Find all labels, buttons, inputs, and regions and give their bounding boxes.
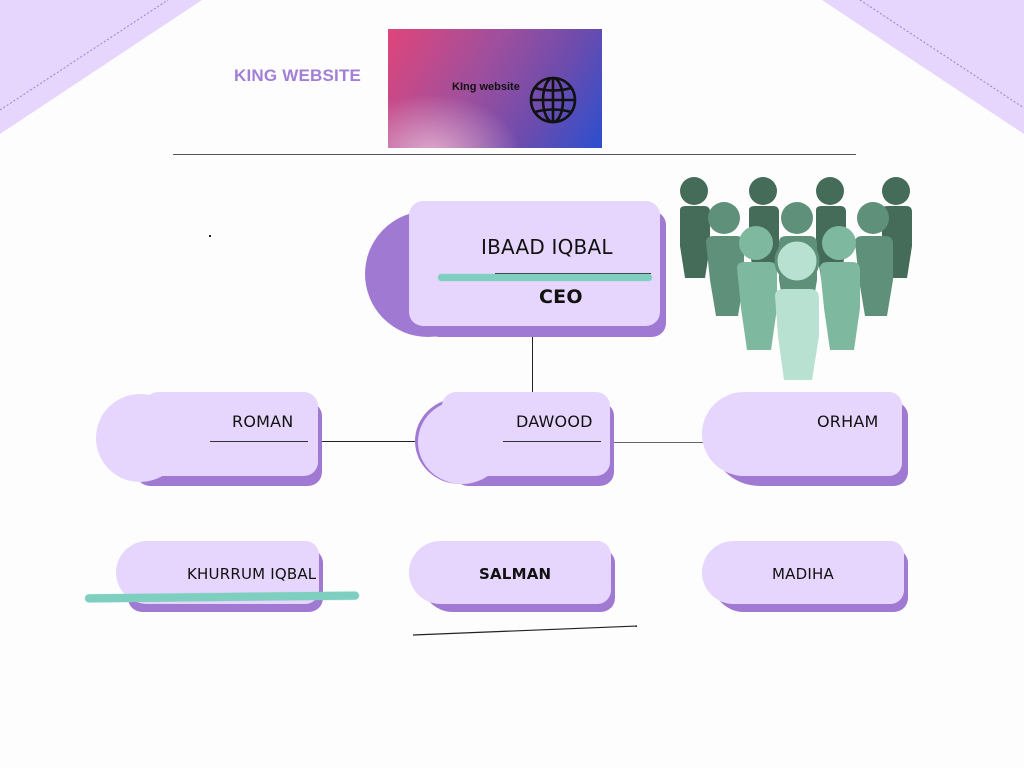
people-front-row <box>737 226 860 350</box>
node-roman[interactable]: ROMAN <box>96 392 324 488</box>
brand-title: KING WEBSITE <box>234 66 362 85</box>
node-madiha[interactable]: MADIHA <box>702 541 910 615</box>
logo-banner: KIng website <box>388 29 602 148</box>
roman-name: ROMAN <box>232 412 294 431</box>
node-khurrum-iqbal[interactable]: KHURRUM IQBAL <box>116 541 326 615</box>
madiha-name: MADIHA <box>772 565 834 583</box>
khurrum-iqbal-name: KHURRUM IQBAL <box>187 565 317 583</box>
node-salman[interactable]: SALMAN <box>409 541 617 615</box>
person-center <box>774 238 820 380</box>
header-divider <box>173 154 856 155</box>
globe-icon <box>529 76 577 124</box>
slanted-line <box>412 625 638 636</box>
top-right-corner-shape <box>822 0 1024 134</box>
ceo-role: CEO <box>539 286 583 308</box>
salman-name: SALMAN <box>479 565 552 583</box>
node-ceo[interactable]: IBAAD IQBAL CEO <box>365 201 667 338</box>
node-dawood[interactable]: DAWOOD <box>414 392 616 488</box>
connector-dawood-to-orham <box>614 442 704 443</box>
stray-dot <box>209 235 211 237</box>
connector-ceo-to-dawood <box>532 336 533 393</box>
ceo-brush-stroke <box>438 274 652 281</box>
ceo-name: IBAAD IQBAL <box>481 235 613 259</box>
node-orham[interactable]: ORHAM <box>702 392 910 488</box>
top-left-dashed-line <box>0 0 169 111</box>
logo-text: KIng website <box>452 81 520 93</box>
connector-roman-to-dawood <box>320 441 416 442</box>
dawood-name: DAWOOD <box>516 412 593 431</box>
people-group-icon <box>680 177 912 380</box>
orham-name: ORHAM <box>817 412 879 431</box>
top-left-corner-shape <box>0 0 202 134</box>
top-right-dashed-line <box>859 0 1024 109</box>
